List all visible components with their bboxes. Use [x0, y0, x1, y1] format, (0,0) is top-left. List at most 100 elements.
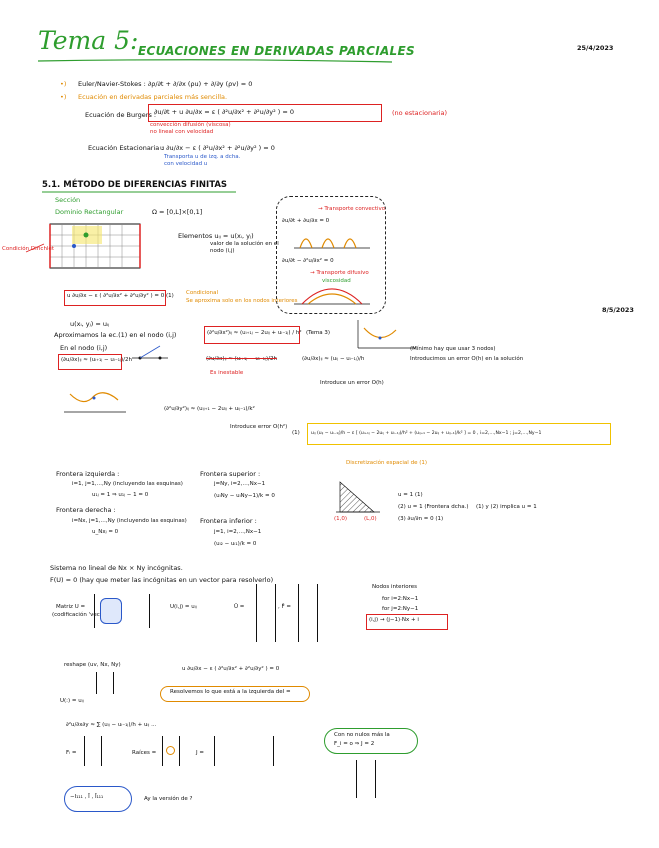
vec-u-label: Ū = — [234, 604, 245, 610]
reshape-line-1: reshape (uv, Nx, Ny) — [64, 662, 121, 668]
d2x-note: (Tema 3) — [306, 330, 331, 336]
section-heading: 5.1. MÉTODO DE DIFERENCIAS FINITAS — [42, 180, 228, 190]
green-note: Con no nulos más la — [334, 732, 390, 738]
cond-2: (2) u = 1 (Frontera dcha.) — [398, 504, 469, 510]
natural-title: Nodos interiores — [372, 584, 418, 590]
burgers-equation: ∂u/∂t + u ∂u/∂x = ε ( ∂²u/∂x² + ∂²u/∂y² … — [154, 108, 295, 116]
cond-1: u = 1 (1) — [398, 492, 423, 498]
natural-line-2: for j=2:Ny−1 — [382, 606, 419, 612]
index-map-box — [366, 614, 448, 630]
green-vector — [356, 760, 376, 798]
discrete-eq-label: (1) — [292, 430, 300, 436]
burgers-note: (no estacionaria) — [392, 109, 448, 117]
jacobian-matrix — [214, 736, 274, 766]
stationary-note: Transporta u de izq. a dcha. — [164, 154, 241, 160]
central-approx: (∂u/∂x)ᵢⱼ ≈ (uᵢ₊₁ⱼ − uᵢ₋₁ⱼ)/2h — [206, 356, 277, 362]
green-note-2: F_i = o ⇒ J = 2 — [334, 741, 375, 747]
elements-def: Elementos uᵢⱼ = u(xᵢ, yⱼ) — [178, 232, 254, 240]
burgers-box — [148, 104, 382, 122]
approx-line-2: Aproximamos la ec.(1) en el nodo (i,j) — [54, 331, 177, 339]
u-label: U(i,j) = uᵢⱼ — [170, 604, 197, 610]
jac-label: J = — [196, 750, 204, 756]
roots-vector — [162, 736, 180, 766]
stationary-equation: u ∂u/∂x − ε ( ∂²u/∂x² + ∂²u/∂y² ) = 0 — [160, 144, 275, 152]
backward-sketch — [64, 392, 126, 413]
top-boundary-2: (uᵢNy − uᵢNy−1)/k = 0 — [214, 493, 275, 499]
roots-highlight — [166, 746, 175, 755]
left-boundary-2: u₁ⱼ = 1 ⇒ u₁ⱼ − 1 = 0 — [92, 492, 149, 498]
graph1-note: → Transporte convectivo — [318, 206, 386, 212]
axis-a: (1,0) — [334, 516, 348, 522]
right-boundary-1: i=Nx, j=1,…,Ny (incluyendo las esquinas) — [72, 518, 187, 524]
graph2-eq: ∂u/∂t − ∂²u/∂x² = 0 — [282, 258, 334, 264]
date-2: 8/5/2023 — [602, 306, 634, 314]
diffusive-graph — [294, 288, 370, 305]
oval-note-box — [160, 686, 310, 702]
bullet-seccion: Sección — [55, 196, 81, 204]
green-oval — [324, 728, 418, 754]
first-order-box — [58, 354, 122, 370]
unsteady-eq: u ∂u/∂x − ε ( ∂²u/∂x² + ∂²u/∂y² ) = 0 — [182, 666, 280, 672]
stencil-sketch — [132, 345, 168, 360]
cond-brace: (1) y (2) implica u = 1 — [476, 504, 537, 510]
d2x-box — [204, 326, 300, 344]
burgers-label: Ecuación de Burgers : — [85, 111, 157, 119]
transport-box — [276, 196, 386, 314]
d2y-note: Introduce error O(h²) — [230, 424, 288, 430]
bullet-dominio: Dominio Rectangular — [55, 208, 124, 216]
approx-line-1: u(xᵢ, yⱼ) = uᵢⱼ — [70, 320, 110, 328]
title-underline — [37, 59, 393, 63]
backward-note: (Mínimo hay que usar 3 nodos) — [410, 346, 496, 352]
bottom-note: Ay la versión de ? — [144, 796, 193, 802]
matrix-u — [94, 594, 150, 628]
top-boundary-1: j=Ny, i=2,…,Nx−1 — [214, 481, 266, 487]
vec-f-label: , F̄ = — [278, 604, 292, 610]
system-line-1: Sistema no lineal de Nx × Ny incógnitas. — [50, 564, 183, 572]
stationary-label: Ecuación Estacionaria : — [88, 144, 164, 152]
first-order-approx: (∂u/∂x)ᵢⱼ ≈ (uᵢ₊₁ⱼ − uᵢ₋₁ⱼ)/2h — [61, 357, 132, 363]
d2x-sketch — [357, 320, 416, 349]
vec-f-i — [84, 736, 102, 766]
left-boundary-1: i=1, j=1,…,Ny (incluyendo las esquinas) — [72, 481, 183, 487]
bullet-2: •) — [60, 93, 67, 101]
d2x-approx: (∂²u/∂x²)ᵢⱼ ≈ (uᵢ₊₁ⱼ − 2uᵢⱼ + uᵢ₋₁ⱼ) / h… — [207, 330, 302, 336]
euler-line: Euler/Navier-Stokes : ∂ρ/∂t + ∂/∂x (ρu) … — [78, 80, 253, 88]
bottom-oval — [64, 786, 132, 812]
elements-note: valor de la solución en el nodo (i,j) — [210, 241, 279, 254]
backward-note-2: Introducimos un error O(h) en la solució… — [410, 356, 524, 362]
stationary-note-2: con velocidad u — [164, 161, 208, 167]
bottom-boundary-2: (uᵢ₂ − uᵢ₁)/k = 0 — [214, 541, 257, 547]
right-boundary-2: u_Nxⱼ = 0 — [92, 529, 119, 535]
bottom-boundary-1: j=1, i=2,…,Nx−1 — [214, 529, 262, 535]
vec-f — [298, 584, 318, 642]
oval-note: Resolvemos lo que está a la izquierda de… — [170, 689, 291, 695]
discrete-equation: uᵢⱼ (uᵢⱼ − uᵢ₋₁ⱼ)/h − ε [ (uᵢ₊₁ⱼ − 2uᵢⱼ … — [311, 431, 542, 436]
page-subtitle: ECUACIONES EN DERIVADAS PARCIALES — [138, 44, 415, 58]
discretization-note: Discretización espacial de (1) — [346, 460, 427, 466]
main-eq-box — [64, 290, 166, 306]
graph2-note-2: viscosidad — [322, 278, 351, 284]
conv-note-2: no lineal con velocidad — [150, 129, 214, 135]
bullet-1: •) — [60, 80, 67, 88]
main-eq-note-2: Se aproxima solo en los nodos interiores — [186, 298, 298, 304]
backward-approx: (∂u/∂x)ᵢⱼ ≈ (uᵢⱼ − uᵢ₋₁ⱼ)/h — [302, 356, 365, 362]
natural-line-3: (i,j) → (j−1)·Nx + i — [369, 617, 419, 623]
domain-def: Ω = [0,L]×[0,1] — [152, 208, 203, 216]
top-boundary-title: Frontera superior : — [200, 470, 261, 478]
discrete-eq-box — [307, 423, 611, 445]
vec-u — [256, 584, 276, 642]
conv-note: convección difusión (viscosa) — [150, 122, 231, 128]
disc-eq: ∂²u/∂x∂y ≈ ∑ (uᵢⱼ − uᵢ₋₁ⱼ)/h + uᵢⱼ ... — [66, 722, 157, 728]
graph2-note: → Transporte difusivo — [310, 270, 369, 276]
left-boundary-title: Frontera izquierda : — [56, 470, 120, 478]
inestable-note: Es inestable — [210, 370, 244, 376]
reshape-vector — [96, 672, 114, 694]
matrix-column-highlight — [100, 598, 122, 624]
graph1-eq: ∂u/∂t + ∂u/∂x = 0 — [282, 218, 330, 224]
right-boundary-title: Frontera derecha : — [56, 506, 116, 514]
grid-diagram — [25, 223, 141, 269]
pde-note: Ecuación en derivadas parciales más senc… — [78, 93, 228, 101]
main-eq-note: Condicional — [186, 290, 219, 296]
system-line-2: F(U) = 0 (hay que meter las incógnitas e… — [50, 576, 274, 584]
roots-label: Raíces = — [132, 750, 157, 756]
